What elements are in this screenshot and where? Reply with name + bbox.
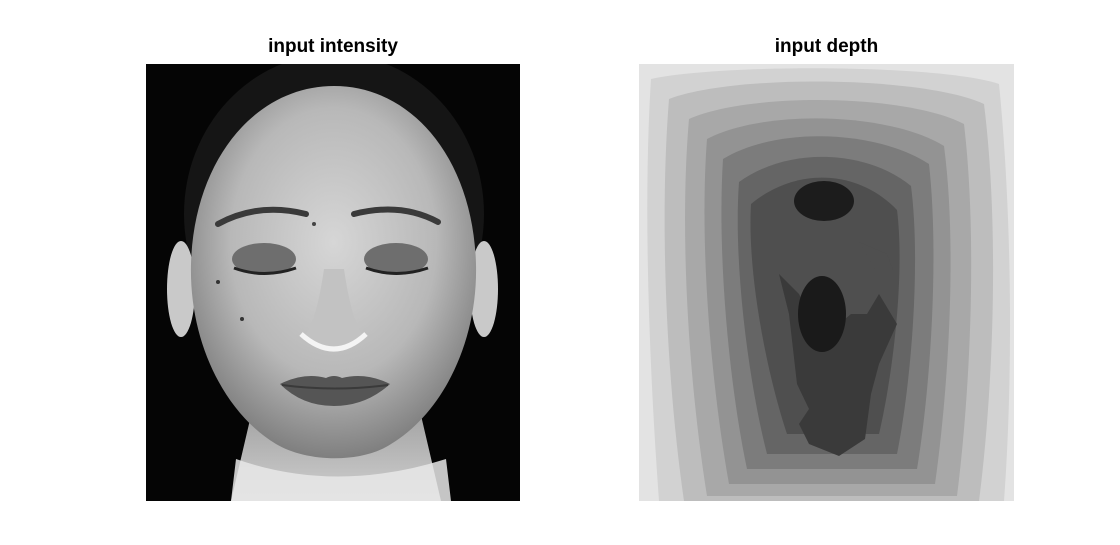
depth-panel-title: input depth — [774, 36, 879, 57]
intensity-panel-title: input intensity — [268, 36, 398, 57]
depth-image — [639, 64, 1014, 501]
intensity-image — [146, 64, 520, 501]
